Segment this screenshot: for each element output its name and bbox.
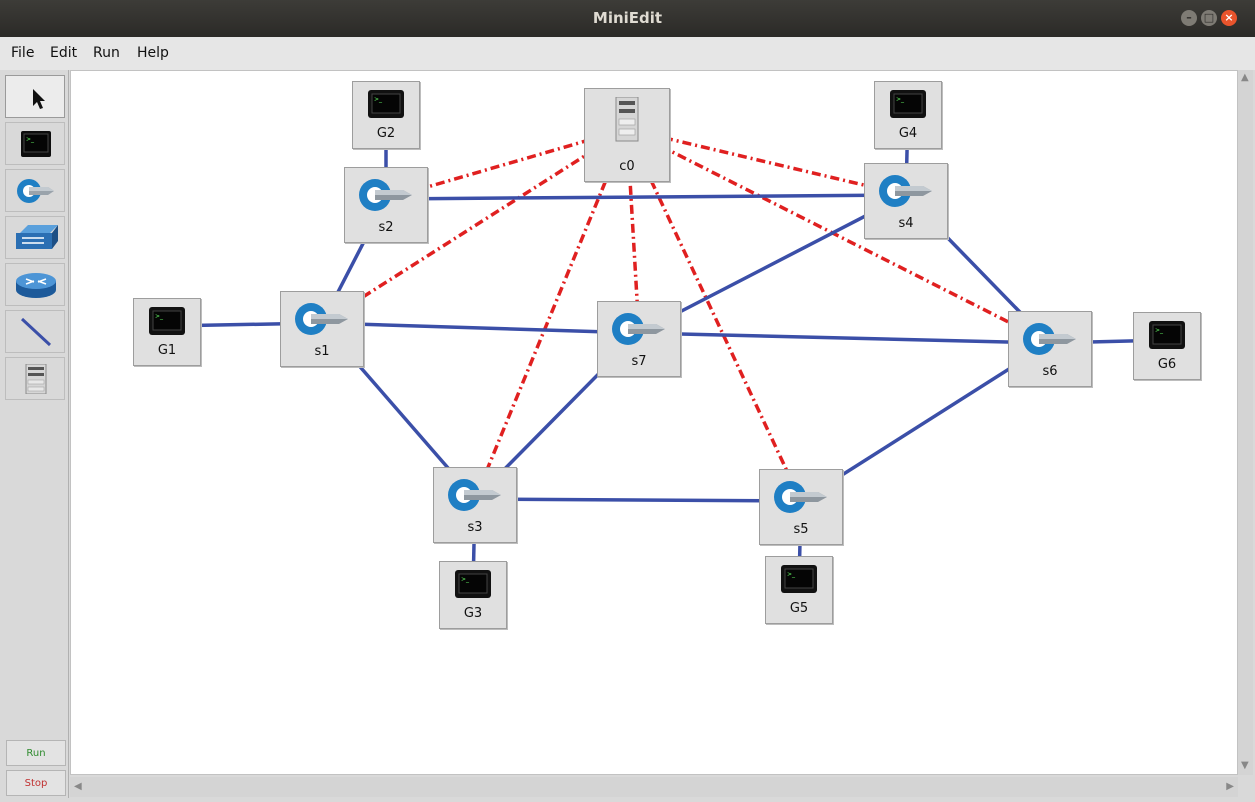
scroll-right-icon[interactable]: ▶ xyxy=(1226,781,1234,792)
horizontal-scrollbar[interactable]: ◀ ▶ xyxy=(70,777,1238,797)
host-terminal-icon: >_ xyxy=(781,565,817,593)
scroll-down-icon[interactable]: ▼ xyxy=(1241,760,1249,771)
svg-text:>_: >_ xyxy=(374,96,383,103)
data-link-s4-s7[interactable] xyxy=(638,193,907,335)
legacy-switch-icon xyxy=(16,225,58,249)
run-button[interactable]: Run xyxy=(6,740,66,766)
controller-tool[interactable] xyxy=(5,357,65,400)
openflow-switch-icon xyxy=(295,303,348,335)
toolbox: >_ Run Stop xyxy=(2,70,69,798)
switch-node-s2[interactable]: s2 xyxy=(344,167,428,243)
control-link-c0-s5[interactable] xyxy=(625,128,803,502)
netlink-icon xyxy=(20,317,52,347)
svg-text:>_: >_ xyxy=(787,571,796,578)
openflow-switch-icon xyxy=(879,175,932,207)
openflow-switch-icon xyxy=(774,481,827,513)
menu-edit[interactable]: Edit xyxy=(50,45,78,61)
switch-node-s7[interactable]: s7 xyxy=(597,301,681,377)
maximize-button[interactable]: □ xyxy=(1201,10,1217,26)
switch-label: s3 xyxy=(467,520,483,535)
host-label: G5 xyxy=(789,601,809,616)
legacy-router-tool[interactable] xyxy=(5,263,65,306)
vertical-scrollbar[interactable]: ▲ ▼ xyxy=(1238,70,1253,775)
switch-node-s6[interactable]: s6 xyxy=(1008,311,1092,387)
host-terminal-icon: >_ xyxy=(149,307,185,335)
close-button[interactable]: × xyxy=(1221,10,1237,26)
host-node-G1[interactable]: >_ G1 xyxy=(133,298,201,366)
switch-label: s4 xyxy=(898,216,914,231)
openflow-switch-icon xyxy=(1023,323,1076,355)
host-label: G1 xyxy=(157,343,177,358)
switch-label: s7 xyxy=(631,354,647,369)
stop-button[interactable]: Stop xyxy=(6,770,66,796)
minimize-button[interactable]: – xyxy=(1181,10,1197,26)
host-label: G3 xyxy=(463,606,483,621)
minimize-icon: – xyxy=(1186,11,1192,24)
host-terminal-icon: >_ xyxy=(368,90,404,118)
host-terminal-icon: >_ xyxy=(1149,321,1185,349)
host-terminal-icon: >_ xyxy=(455,570,491,598)
host-label: G2 xyxy=(376,126,396,141)
control-link-c0-s7[interactable] xyxy=(625,128,641,334)
controller-icon xyxy=(25,364,47,394)
svg-text:>_: >_ xyxy=(1155,327,1164,334)
switch-node-s4[interactable]: s4 xyxy=(864,163,948,239)
netlink-tool[interactable] xyxy=(5,310,65,353)
host-tool[interactable]: >_ xyxy=(5,122,65,165)
host-label: G6 xyxy=(1157,357,1177,372)
svg-text:>_: >_ xyxy=(461,576,470,583)
close-icon: × xyxy=(1224,11,1234,24)
host-terminal-icon: >_ xyxy=(21,131,51,157)
control-link-c0-s1[interactable] xyxy=(321,127,628,325)
svg-text:>_: >_ xyxy=(155,313,164,320)
data-link-s2-s4[interactable] xyxy=(385,193,907,201)
window-title: MiniEdit xyxy=(592,9,663,27)
topology-canvas[interactable]: c0 s1 s2 s3 s4 s5 s6 s7 >_ G1 >_ G2 >_ G3 >_ G4 >_ G5 >_ G6 xyxy=(70,70,1238,775)
switch-label: s5 xyxy=(793,522,809,537)
data-link-s3-s5[interactable] xyxy=(474,497,802,503)
menu-run[interactable]: Run xyxy=(93,45,120,61)
host-node-G4[interactable]: >_ G4 xyxy=(874,81,942,149)
openflow-switch-icon xyxy=(17,179,54,203)
openflow-switch-icon xyxy=(448,479,501,511)
openflow-switch-icon xyxy=(359,179,412,211)
controller-label: c0 xyxy=(619,159,635,174)
switch-node-s5[interactable]: s5 xyxy=(759,469,843,545)
host-node-G5[interactable]: >_ G5 xyxy=(765,556,833,624)
host-node-G3[interactable]: >_ G3 xyxy=(439,561,507,629)
svg-text:>_: >_ xyxy=(896,96,905,103)
switch-tool[interactable] xyxy=(5,169,65,212)
scroll-up-icon[interactable]: ▲ xyxy=(1241,72,1249,83)
menu-bar: File Edit Run Help xyxy=(0,37,1255,70)
select-arrow-icon xyxy=(33,89,45,109)
switch-label: s2 xyxy=(378,220,394,235)
switch-label: s6 xyxy=(1042,364,1058,379)
controller-node-c0[interactable]: c0 xyxy=(584,88,670,182)
switch-node-s3[interactable]: s3 xyxy=(433,467,517,543)
controller-icon xyxy=(615,97,639,142)
switch-node-s1[interactable]: s1 xyxy=(280,291,364,367)
menu-help[interactable]: Help xyxy=(137,45,169,61)
host-node-G6[interactable]: >_ G6 xyxy=(1133,312,1201,380)
menu-file[interactable]: File xyxy=(11,45,35,61)
host-terminal-icon: >_ xyxy=(890,90,926,118)
data-link-s7-s6[interactable] xyxy=(638,331,1051,345)
maximize-icon: □ xyxy=(1203,11,1215,24)
svg-text:>_: >_ xyxy=(26,136,35,143)
scroll-left-icon[interactable]: ◀ xyxy=(74,781,82,792)
switch-label: s1 xyxy=(314,344,330,359)
select-tool[interactable] xyxy=(5,75,65,118)
control-link-c0-s6[interactable] xyxy=(626,127,1051,345)
openflow-switch-icon xyxy=(612,313,665,345)
legacy-switch-tool[interactable] xyxy=(5,216,65,259)
host-label: G4 xyxy=(898,126,918,141)
host-node-G2[interactable]: >_ G2 xyxy=(352,81,420,149)
title-bar: MiniEdit – □ × xyxy=(0,0,1255,37)
data-link-s1-s7[interactable] xyxy=(321,321,640,335)
legacy-router-icon xyxy=(16,273,56,298)
